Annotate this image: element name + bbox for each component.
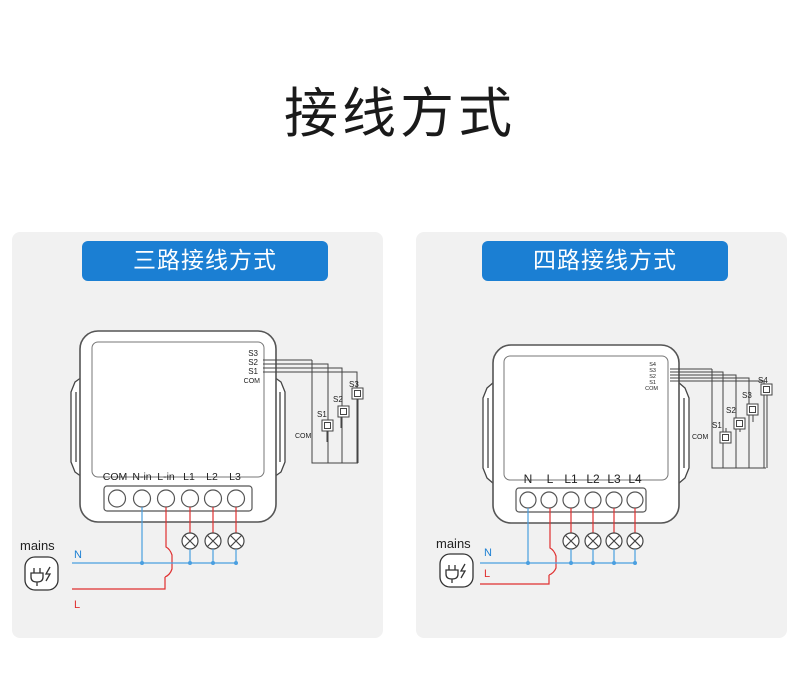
switch-buttons — [321, 387, 364, 432]
mains-plug-icon — [24, 556, 59, 591]
lamp-icons — [181, 532, 245, 550]
mains-plug-icon — [439, 553, 474, 588]
switch-label-s2: S2 — [333, 395, 343, 404]
module-side-clip-left — [482, 381, 495, 485]
terminal-label-l2: L2 — [586, 472, 600, 486]
module-top-face — [91, 341, 265, 478]
pin-label-s3: S3 — [649, 368, 656, 374]
pin-label-s4: S4 — [649, 362, 656, 368]
switch-label-s2: S2 — [726, 406, 736, 415]
module-top-face — [503, 355, 669, 481]
mains-label: mains — [20, 538, 55, 553]
mains-label: mains — [436, 536, 471, 551]
three-gang-wiring-diagram: COM N-in L-in L1 L2 L3 S3 S2 S1 COM — [20, 330, 364, 611]
switch-label-s3: S3 — [349, 380, 359, 389]
live-label: L — [484, 568, 490, 580]
switch-label-com: COM — [692, 434, 709, 441]
terminal-label-n: N — [524, 472, 533, 486]
terminal-label-n-in: N-in — [132, 471, 151, 483]
switch-label-s3: S3 — [742, 391, 752, 400]
switch-label-s4: S4 — [758, 376, 768, 385]
switch-wires — [670, 368, 768, 469]
four-gang-wiring-diagram: N L L1 L2 L3 L4 S4 S3 S2 S1 COM — [436, 344, 773, 588]
terminal-label-l3: L3 — [229, 471, 241, 483]
live-label: L — [74, 599, 80, 611]
terminal-label-l1: L1 — [183, 471, 195, 483]
neutral-label: N — [484, 547, 492, 559]
pin-label-com: COM — [645, 386, 658, 392]
live-wire — [480, 575, 550, 585]
pin-label-s1: S1 — [649, 380, 656, 386]
pin-label-s2: S2 — [248, 358, 258, 367]
terminal-label-l3: L3 — [607, 472, 621, 486]
neutral-wire — [72, 507, 237, 564]
module-body — [492, 344, 680, 524]
terminal-label-l-in: L-in — [157, 471, 175, 483]
live-wire — [72, 577, 166, 590]
panel-heading: 四路接线方式 — [482, 241, 728, 281]
terminal-label-l2: L2 — [206, 471, 218, 483]
switch-buttons — [719, 383, 773, 444]
neutral-label: N — [74, 549, 82, 561]
module-body — [79, 330, 277, 523]
lamp-wires — [164, 507, 237, 578]
terminal-screws — [107, 489, 246, 508]
lamp-wires — [548, 508, 636, 576]
lamp-icons — [562, 532, 644, 550]
terminal-label-l1: L1 — [564, 472, 578, 486]
switch-label-com: COM — [295, 433, 312, 440]
pin-label-s1: S1 — [248, 367, 258, 376]
module-side-clip-right — [677, 381, 690, 485]
three-gang-wiring-panel: 三路接线方式 COM N-in L-in L1 L2 L3 S3 — [12, 232, 383, 638]
terminal-label-l: L — [547, 472, 554, 486]
neutral-wire — [480, 508, 636, 564]
panel-heading: 三路接线方式 — [82, 241, 328, 281]
pin-label-com: COM — [244, 378, 261, 385]
terminal-label-l4: L4 — [628, 472, 642, 486]
pin-label-s3: S3 — [248, 349, 258, 358]
pin-label-s2: S2 — [649, 374, 656, 380]
switch-label-s1: S1 — [317, 410, 327, 419]
four-gang-wiring-panel: 四路接线方式 N L L1 L2 L3 L4 S4 S3 S2 S1 — [416, 232, 787, 638]
terminal-label-com: COM — [103, 471, 128, 483]
page-title: 接线方式 — [284, 82, 516, 145]
switch-label-s1: S1 — [712, 421, 722, 430]
